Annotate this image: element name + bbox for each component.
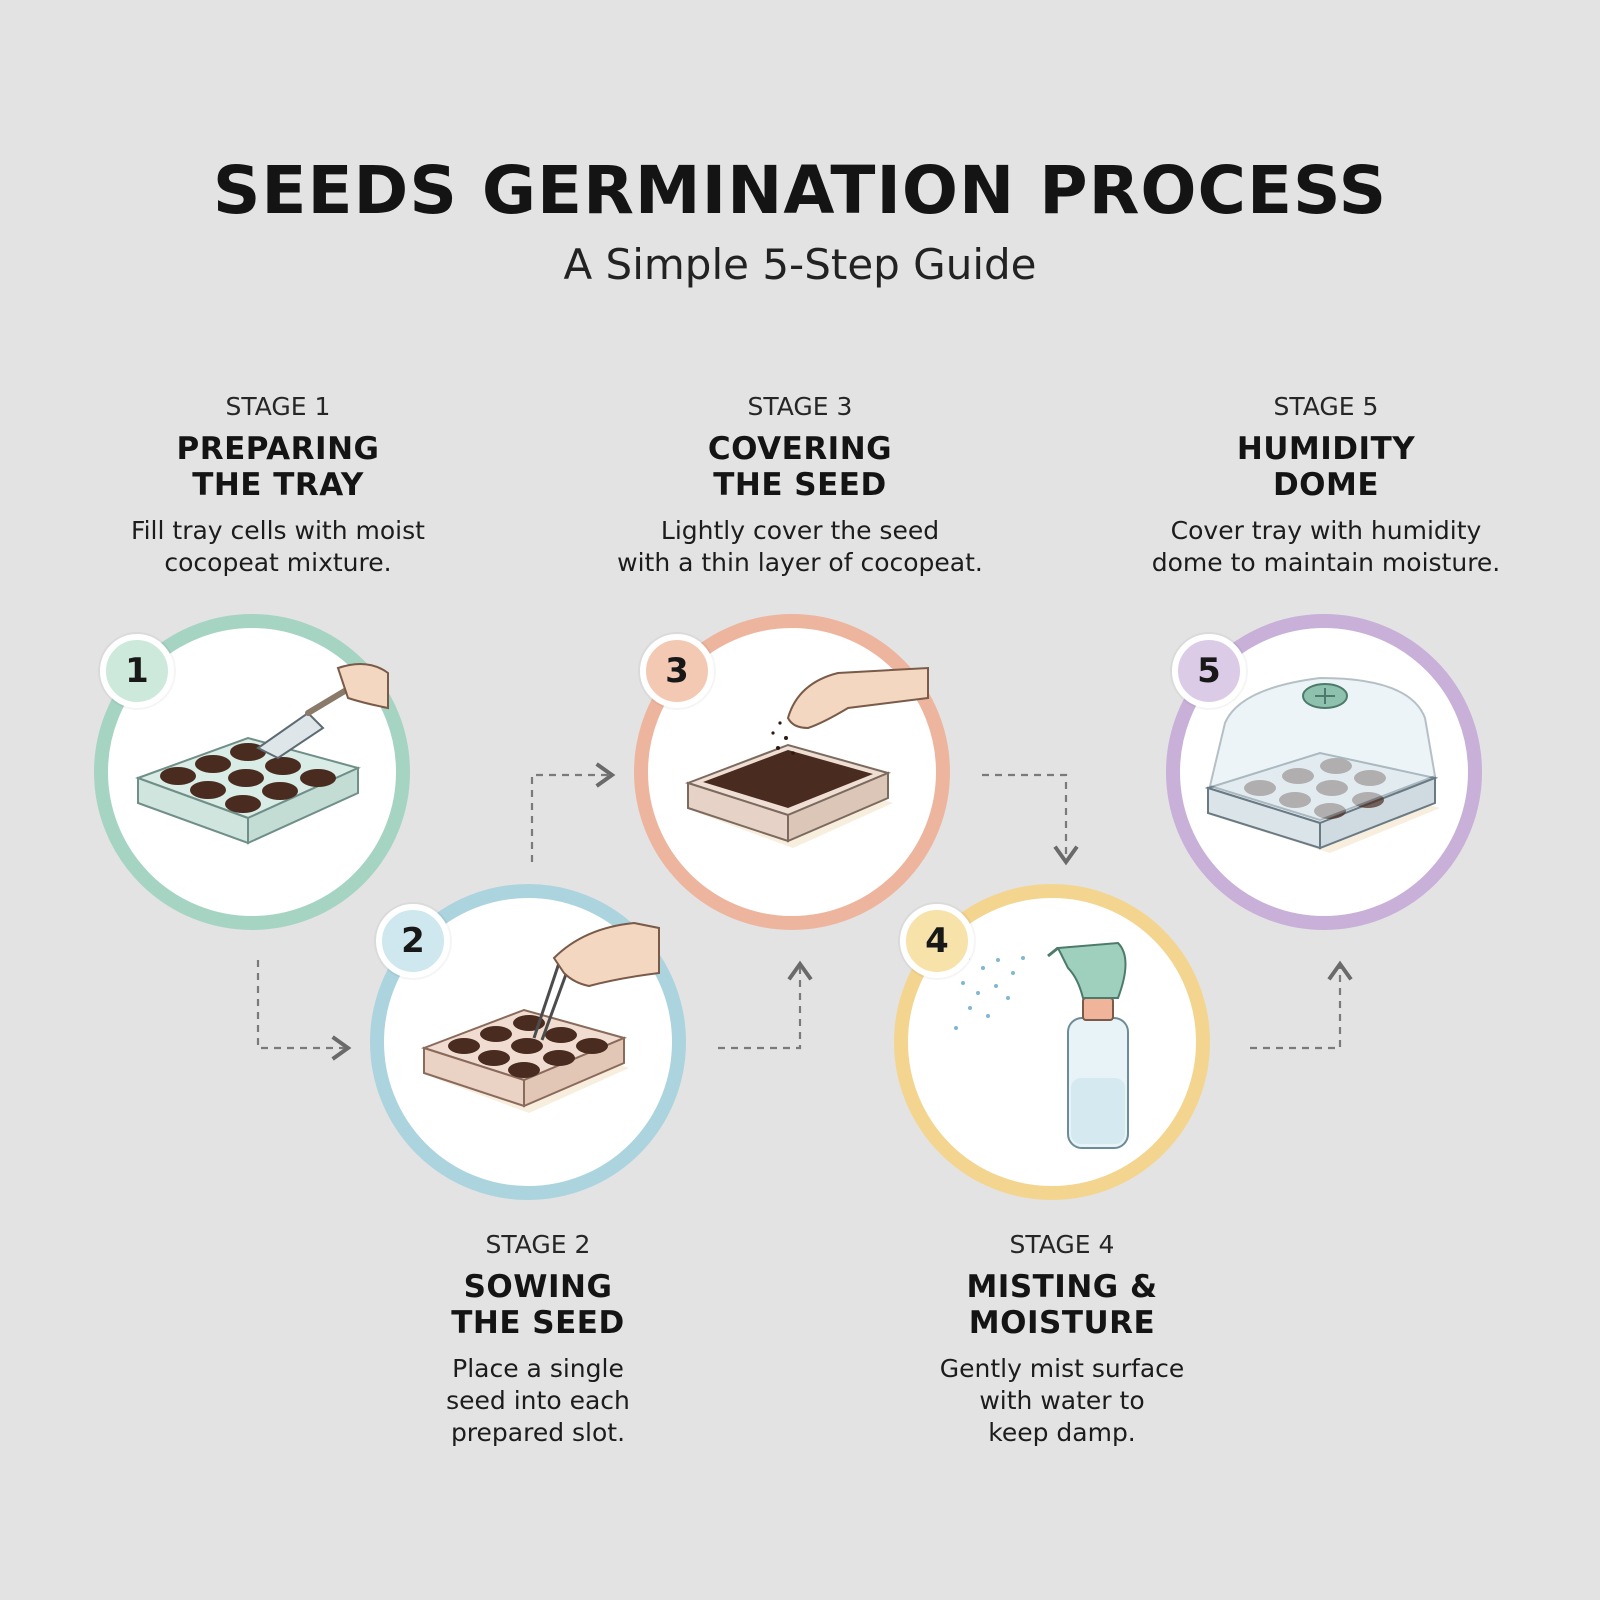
stage-4-description-line: with water to — [979, 1386, 1145, 1415]
stage-4-heading: MISTING & MOISTURE — [852, 1269, 1272, 1341]
stage-4-description-line: Gently mist surface — [939, 1354, 1185, 1383]
arrow-2-to-3-lower — [718, 960, 813, 1050]
stage-4-description-line: keep damp. — [988, 1418, 1136, 1447]
stage-1-heading-line: THE TRAY — [192, 467, 364, 503]
tweezers-sowing-icon — [420, 921, 660, 1113]
stage-4-heading-line: MOISTURE — [968, 1305, 1156, 1341]
stage-4-number-badge: 4 — [900, 904, 974, 978]
arrow-2-to-3-upper — [530, 762, 616, 862]
stage-4-heading-line: MISTING & — [966, 1269, 1158, 1305]
tray-with-scoop-icon — [135, 663, 389, 845]
stage-4-label: STAGE 4 — [1009, 1230, 1115, 1259]
sprinkling-hand-icon — [684, 666, 929, 848]
stage-3-number-badge: 3 — [640, 634, 714, 708]
stage-4-text: STAGE 4 MISTING & MOISTURE Gently mist s… — [852, 1230, 1272, 1449]
humidity-dome-icon — [1204, 676, 1440, 853]
stage-5-illustration: 5 — [1166, 614, 1482, 930]
stage-2-heading-line: THE SEED — [451, 1305, 625, 1341]
stage-1-illustration: 1 — [94, 614, 410, 930]
stage-5-heading: HUMIDITY DOME — [1116, 431, 1536, 503]
stage-1-label: STAGE 1 — [225, 392, 331, 421]
stage-2-illustration: 2 — [370, 884, 686, 1200]
stage-2-description-line: seed into each — [446, 1386, 630, 1415]
stage-2-label: STAGE 2 — [485, 1230, 591, 1259]
stage-5-description-line: dome to maintain moisture. — [1151, 548, 1501, 577]
stage-5-heading-line: DOME — [1272, 467, 1380, 503]
stage-2-description-line: prepared slot. — [450, 1418, 626, 1447]
stage-1-description: Fill tray cells with moist cocopeat mixt… — [68, 515, 488, 579]
stage-3-description-line: Lightly cover the seed — [660, 516, 940, 545]
stage-2-heading-line: SOWING — [463, 1269, 613, 1305]
arrow-1-to-2 — [256, 960, 352, 1061]
stage-2-text: STAGE 2 SOWING THE SEED Place a single s… — [328, 1230, 748, 1449]
stage-3-text: STAGE 3 COVERING THE SEED Lightly cover … — [590, 392, 1010, 579]
stage-3-heading: COVERING THE SEED — [590, 431, 1010, 503]
stage-1-number-badge: 1 — [100, 634, 174, 708]
stage-2-number-badge: 2 — [376, 904, 450, 978]
stage-4-description: Gently mist surface with water to keep d… — [852, 1353, 1272, 1449]
arrow-3-to-4 — [982, 773, 1079, 866]
stage-1-description-line: Fill tray cells with moist — [131, 516, 425, 545]
stage-1-description-line: cocopeat mixture. — [164, 548, 392, 577]
stage-3-heading-line: COVERING — [707, 431, 893, 467]
arrow-4-to-5 — [1250, 960, 1353, 1050]
stage-3-description: Lightly cover the seed with a thin layer… — [590, 515, 1010, 579]
page-title: SEEDS GERMINATION PROCESS — [212, 152, 1388, 229]
stage-2-heading: SOWING THE SEED — [328, 1269, 748, 1341]
stage-3-illustration: 3 — [634, 614, 950, 930]
stage-3-label: STAGE 3 — [747, 392, 853, 421]
stage-4-illustration: 4 — [894, 884, 1210, 1200]
stage-1-heading: PREPARING THE TRAY — [68, 431, 488, 503]
stage-3-heading-line: THE SEED — [713, 467, 887, 503]
stage-5-number-badge: 5 — [1172, 634, 1246, 708]
stage-5-text: STAGE 5 HUMIDITY DOME Cover tray with hu… — [1116, 392, 1536, 579]
page-subtitle: A Simple 5-Step Guide — [563, 240, 1037, 289]
stage-1-heading-line: PREPARING — [176, 431, 380, 467]
stage-5-description: Cover tray with humidity dome to maintai… — [1116, 515, 1536, 579]
stage-2-description: Place a single seed into each prepared s… — [328, 1353, 748, 1449]
stage-5-heading-line: HUMIDITY — [1236, 431, 1416, 467]
stage-1-text: STAGE 1 PREPARING THE TRAY Fill tray cel… — [68, 392, 488, 579]
stage-5-description-line: Cover tray with humidity — [1170, 516, 1482, 545]
spray-bottle-icon — [954, 941, 1129, 1149]
stage-3-description-line: with a thin layer of cocopeat. — [617, 548, 983, 577]
stage-2-description-line: Place a single — [452, 1354, 624, 1383]
stage-5-label: STAGE 5 — [1273, 392, 1379, 421]
